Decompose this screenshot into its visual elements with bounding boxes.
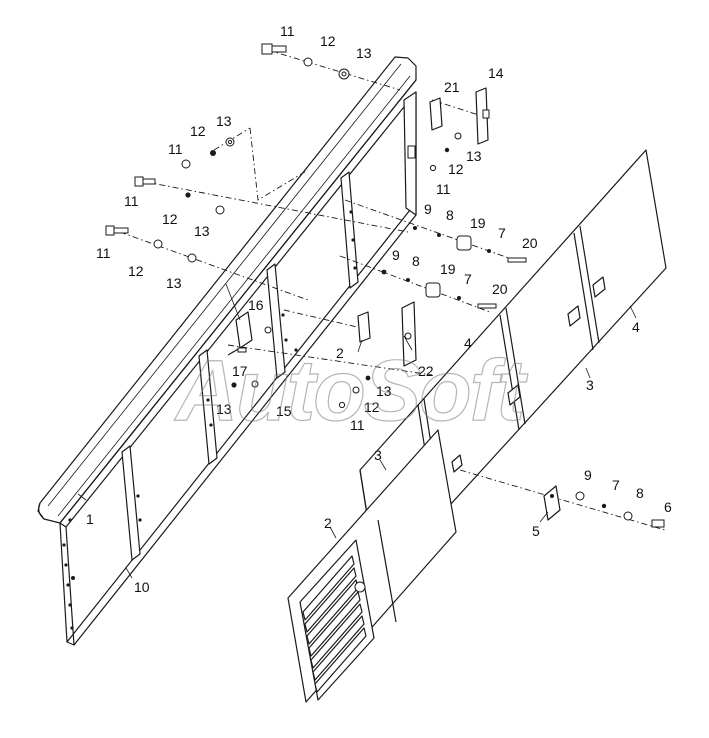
main-frame	[37, 56, 417, 646]
bracket-set	[543, 485, 665, 528]
callout-13: 13	[166, 275, 182, 291]
callout-9: 9	[584, 467, 592, 483]
callout-3: 3	[374, 447, 382, 463]
callout-11: 11	[436, 181, 451, 197]
callout-7: 7	[464, 271, 472, 287]
callout-21: 21	[444, 79, 460, 95]
vent-panel	[287, 429, 457, 703]
callout-19: 19	[470, 215, 486, 231]
callout-8: 8	[446, 207, 454, 223]
callout-11: 11	[280, 23, 295, 39]
callout-3: 3	[586, 377, 594, 393]
callout-5: 5	[532, 523, 540, 539]
callout-14: 14	[488, 65, 504, 81]
callout-9: 9	[392, 247, 400, 263]
frame-posts	[121, 171, 359, 561]
callout-20: 20	[522, 235, 538, 251]
callout-12: 12	[162, 211, 178, 227]
callout-20: 20	[492, 281, 508, 297]
callout-13: 13	[356, 45, 372, 61]
callout-7: 7	[498, 225, 506, 241]
callout-15: 15	[276, 403, 292, 419]
callout-7: 7	[612, 477, 620, 493]
callout-11: 11	[168, 141, 183, 157]
callout-11: 11	[350, 417, 365, 433]
watermark-text: AutoSoft	[174, 343, 528, 439]
callout-6: 6	[664, 499, 672, 515]
vent-louvres	[302, 555, 367, 693]
callout-19: 19	[440, 261, 456, 277]
callout-13: 13	[466, 148, 482, 164]
callout-2: 2	[336, 345, 344, 361]
pin-set-upper	[413, 226, 527, 263]
bolt-set-top	[261, 43, 350, 80]
bolt-set-4	[105, 225, 197, 263]
callout-22: 22	[418, 363, 434, 379]
callout-8: 8	[636, 485, 644, 501]
hinge-set-upper	[429, 87, 490, 172]
latch-set	[227, 311, 272, 388]
bolt-set-2	[181, 137, 235, 169]
callout-labels: 11 12 13 21 14 11 12 13 12 13 11 11 12 1…	[86, 23, 672, 595]
callout-9: 9	[424, 201, 432, 217]
pin-set-lower	[381, 269, 497, 309]
callout-10: 10	[134, 579, 150, 595]
callout-12: 12	[448, 161, 464, 177]
callout-11: 11	[96, 245, 111, 261]
callout-12: 12	[190, 123, 206, 139]
callout-12: 12	[128, 263, 144, 279]
callout-1: 1	[86, 511, 94, 527]
callout-12: 12	[320, 33, 336, 49]
leader-lines	[77, 283, 637, 579]
bolt-set-3	[134, 176, 225, 215]
callout-13: 13	[376, 383, 392, 399]
callout-11: 11	[124, 193, 139, 209]
callout-4: 4	[632, 319, 640, 335]
hinge-set-lower	[338, 301, 417, 409]
assembly-lines	[119, 49, 666, 531]
hardware	[105, 43, 665, 528]
callout-4: 4	[464, 335, 472, 351]
callout-13: 13	[216, 401, 232, 417]
callout-13: 13	[194, 223, 210, 239]
callout-13: 13	[216, 113, 232, 129]
frame-bolt-holes	[62, 210, 357, 630]
callout-16: 16	[248, 297, 264, 313]
callout-12: 12	[364, 399, 380, 415]
callout-17: 17	[232, 363, 248, 379]
callout-2: 2	[324, 515, 332, 531]
callout-8: 8	[412, 253, 420, 269]
